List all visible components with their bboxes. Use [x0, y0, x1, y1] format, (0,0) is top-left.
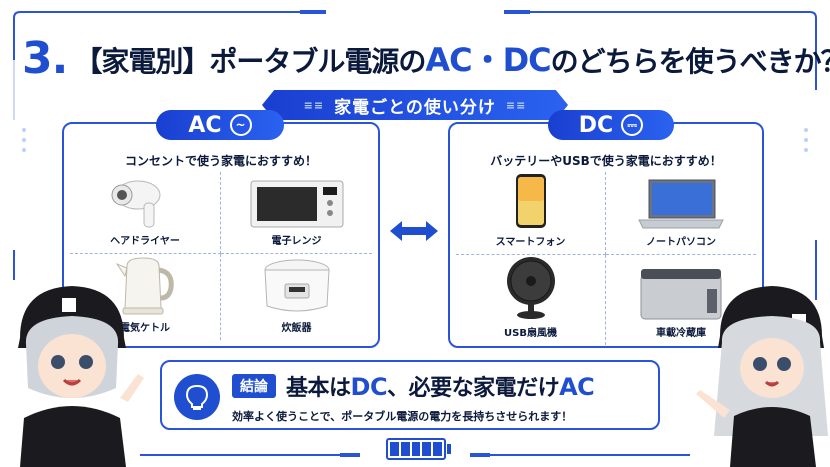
conclusion-badge: 結論 [232, 374, 276, 398]
ac-item-label: 電気ケトル [120, 323, 170, 334]
ac-item-label: 炊飯器 [281, 323, 312, 334]
left-character-illustration [18, 286, 144, 467]
dc-item-label: スマートフォン [495, 237, 566, 248]
hair-dryer-icon [111, 180, 161, 228]
conclusion-heading: 結論 基本はDC、必要な家電だけAC [232, 370, 595, 402]
rice-cooker-icon [263, 259, 330, 312]
conclusion-dc: DC [350, 373, 388, 401]
ac-item-kettle: 電気ケトル [70, 254, 221, 340]
battery-icon [386, 438, 446, 460]
banner-deco-left: ≡≡ [303, 98, 325, 112]
conclusion-main: 基本はDC、必要な家電だけAC [286, 370, 595, 402]
dc-item-label: USB扇風機 [504, 328, 557, 339]
microwave-icon [250, 180, 343, 228]
ac-item-rice-cooker: 炊飯器 [221, 254, 372, 340]
dc-grid: スマートフォン ノートパソコン USB扇風機 [456, 172, 756, 345]
battery-tip [447, 444, 451, 454]
conclusion-ac: AC [559, 373, 595, 401]
ac-subtitle: コンセントで使う家電におすすめ！ [124, 154, 317, 168]
banner-label: 家電ごとの使い分け [334, 97, 496, 118]
conclusion-sub: 効率よく使うことで、ポータブル電源の電力を長持ちさせられます！ [232, 410, 573, 423]
title-number: 3 [22, 32, 53, 84]
conclusion-box: 結論 基本はDC、必要な家電だけAC 効率よく使うことで、ポータブル電源の電力を… [160, 360, 660, 430]
light-bulb-icon [174, 374, 220, 420]
dc-symbol-icon: ⎓ [621, 114, 644, 136]
usb-fan-icon [506, 257, 555, 319]
dc-item-smartphone: スマートフォン [456, 172, 606, 255]
ac-tag: AC ~ [156, 110, 284, 140]
right-character-illustration [696, 286, 828, 467]
dc-item-car-fridge: 車載冷蔵庫 [606, 255, 756, 345]
title-dot: . [51, 32, 69, 84]
dc-item-label: 車載冷蔵庫 [656, 328, 706, 339]
dc-item-label: ノートパソコン [646, 237, 716, 248]
banner-deco-right: ≡≡ [505, 98, 527, 112]
title-text: 【家電別】ポータブル電源のAC・DCのどちらを使うべきか？ [74, 35, 830, 81]
title-prefix: 【家電別】ポータブル電源の [74, 45, 426, 78]
section-banner: ≡≡ 家電ごとの使い分け ≡≡ [262, 90, 568, 120]
ac-tag-label: AC [188, 112, 222, 138]
title-suffix: のどちらを使うべきか？ [550, 45, 830, 78]
double-arrow-icon [390, 221, 438, 241]
ac-item-microwave: 電子レンジ [221, 172, 372, 254]
kettle-icon [115, 257, 174, 315]
smartphone-icon [515, 174, 546, 228]
ac-item-label: ヘアドライヤー [110, 236, 180, 247]
ac-item-hair-dryer: ヘアドライヤー [70, 172, 221, 254]
ac-panel: AC ~ コンセントで使う家電におすすめ！ ヘアドライヤー 電子レンジ [62, 110, 380, 348]
dc-item-laptop: ノートパソコン [606, 172, 756, 255]
title-acdc: AC・DC [425, 41, 551, 79]
dc-item-usb-fan: USB扇風機 [456, 255, 606, 345]
car-fridge-icon [640, 269, 722, 320]
conclusion-main-b: 、必要な家電だけ [387, 376, 560, 401]
conclusion-main-a: 基本は [286, 376, 351, 401]
dc-tag: DC ⎓ [548, 110, 674, 140]
laptop-icon [638, 179, 724, 229]
dc-subtitle: バッテリーやUSBで使う家電におすすめ！ [490, 154, 722, 168]
page-title: 3 . 【家電別】ポータブル電源のAC・DCのどちらを使うべきか？ [22, 28, 830, 88]
dc-panel: DC ⎓ バッテリーやUSBで使う家電におすすめ！ スマートフォン ノートパソコ… [448, 110, 764, 348]
ac-wave-icon: ~ [229, 114, 252, 136]
ac-grid: ヘアドライヤー 電子レンジ 電気ケトル [70, 172, 372, 340]
dc-tag-label: DC [578, 112, 614, 138]
ac-item-label: 電子レンジ [271, 236, 322, 247]
